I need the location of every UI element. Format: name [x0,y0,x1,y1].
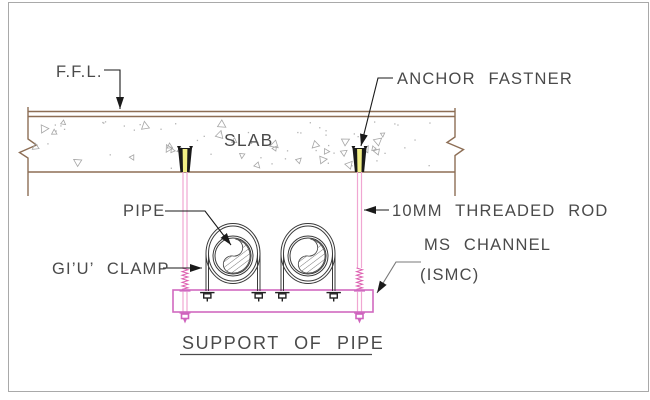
slab-break-right [445,108,465,196]
threaded-rod-left [178,167,192,325]
threaded-rod-right [353,167,366,325]
leader-lines [104,69,421,294]
pipe-label: PIPE [123,202,165,220]
anchor-fastener-left [177,146,193,172]
ms-channel-sub-label: (ISMC) [420,266,479,284]
drawing-title: SUPPORT OF PIPE [182,333,384,353]
annotations: F.F.L. SLAB ANCHOR FASTNER PIPE GI’U’ CL… [52,63,609,356]
anchor-leader-arrow [360,77,393,147]
anchor-fastener-right [351,146,368,172]
threaded-rod-label: 10MM THREADED ROD [392,202,609,220]
sheet-border [8,2,649,392]
ffl-label: F.F.L. [56,63,103,81]
pipe-leader-arrow [165,210,232,246]
slab-label: SLAB [224,130,274,150]
ms-channel [172,289,374,313]
slab-section [18,107,465,196]
anchor-fastener-label: ANCHOR FASTNER [397,70,573,88]
slab-break-left [18,107,38,196]
channel-leader-arrow [376,261,421,294]
clamp-label: GI’U’ CLAMP [52,260,170,278]
ms-channel-label: MS CHANNEL [424,236,551,254]
ffl-leader-arrow [104,69,124,109]
